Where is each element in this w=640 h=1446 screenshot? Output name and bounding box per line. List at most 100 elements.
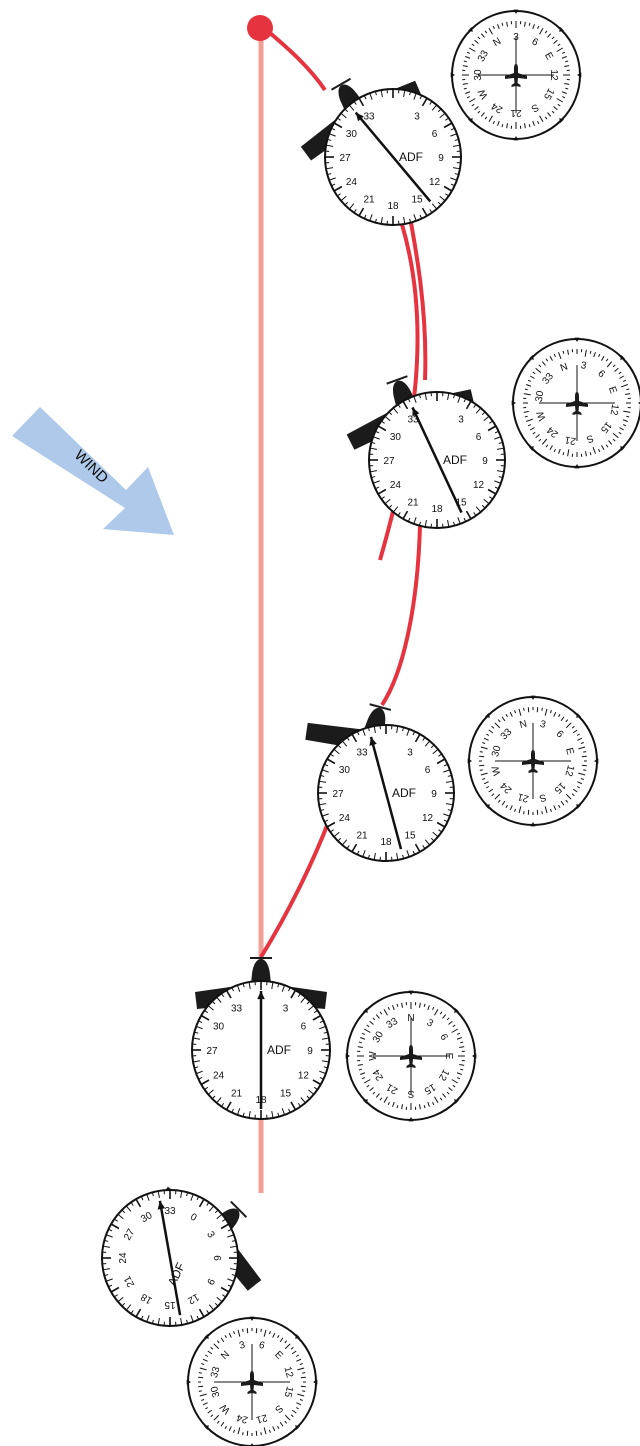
hi-tick xyxy=(576,348,578,354)
adf-card-label: 18 xyxy=(380,837,392,848)
hi-card-label: 12 xyxy=(607,403,620,416)
hi-tick xyxy=(539,27,544,35)
adf-card-label: 12 xyxy=(298,1071,310,1082)
adf-tick xyxy=(494,480,502,484)
hi-tick xyxy=(526,384,532,387)
hi-tick xyxy=(524,388,528,391)
adf-tick xyxy=(443,122,453,129)
hi-tick xyxy=(488,27,493,35)
hi-tick xyxy=(618,431,622,435)
adf-tick xyxy=(110,1223,120,1230)
adf-tick xyxy=(487,425,497,432)
adf-card-label: 9 xyxy=(431,789,437,800)
hi-tick xyxy=(528,124,531,128)
hi-tick xyxy=(242,1432,244,1436)
adf-tick xyxy=(494,430,499,434)
hi-tick xyxy=(541,438,548,445)
hi-card-label: N xyxy=(518,719,528,731)
adf-tick xyxy=(198,1198,205,1208)
hi-tick xyxy=(360,1072,366,1075)
hi-tick xyxy=(501,716,506,722)
hi-tick xyxy=(519,21,522,25)
hi-index-mark xyxy=(529,355,534,360)
hi-tick xyxy=(558,448,561,454)
adf-tick xyxy=(222,1218,226,1222)
hi-tick xyxy=(536,809,539,815)
hi-tick xyxy=(456,1037,462,1040)
adf-tick xyxy=(300,996,306,1003)
hi-tick xyxy=(202,1402,208,1406)
adf-tick xyxy=(214,1209,219,1214)
adf-tick xyxy=(453,521,456,526)
hi-tick xyxy=(439,1097,443,1101)
hi-tick xyxy=(509,711,513,717)
hi-tick xyxy=(556,47,564,52)
hi-card-label: 30 xyxy=(490,744,504,758)
hi-tick xyxy=(263,1427,267,1435)
hi-tick xyxy=(392,1101,395,1107)
adf-tick xyxy=(281,1108,286,1116)
adf-tick xyxy=(496,470,505,473)
hi-tick xyxy=(255,1430,258,1436)
adf-tick xyxy=(424,519,427,528)
hi-tick xyxy=(297,1367,305,1371)
hi-tick xyxy=(392,1005,395,1011)
adf-needle-head xyxy=(257,991,265,1000)
adf-tick xyxy=(330,753,334,757)
hi-tick xyxy=(562,350,565,354)
hi-tick xyxy=(199,1393,207,1397)
adf-tick xyxy=(135,1198,142,1208)
hi-tick xyxy=(290,1414,294,1418)
hi-tick xyxy=(260,1328,262,1332)
adf-tick xyxy=(353,209,357,213)
hi-tick xyxy=(532,371,536,375)
hi-tick xyxy=(432,1102,435,1106)
adf-tick xyxy=(413,395,417,403)
hi-index-mark xyxy=(313,1379,318,1385)
hi-card-label: 21 xyxy=(564,433,577,446)
hi-tick xyxy=(619,375,625,379)
hi-tick xyxy=(427,1101,430,1107)
hi-tick xyxy=(199,1367,207,1371)
hi-tick xyxy=(560,800,565,806)
adf-tick xyxy=(151,1319,154,1324)
adf-tick xyxy=(375,430,380,434)
adf-card-label: 6 xyxy=(476,432,482,443)
adf-tick xyxy=(121,1209,126,1214)
hi-tick xyxy=(488,115,493,123)
hi-tick xyxy=(549,808,552,812)
hi-tick xyxy=(561,91,567,94)
hi-tick xyxy=(572,788,578,793)
adf-tick xyxy=(346,737,350,741)
hi-tick xyxy=(541,707,543,711)
adf-tick xyxy=(308,1089,315,1095)
hi-card-label: E xyxy=(606,385,619,395)
hi-tick xyxy=(601,445,605,451)
adf-tick xyxy=(443,763,448,767)
adf-card-label: 21 xyxy=(231,1088,243,1099)
adf-tick xyxy=(481,504,486,509)
adf-tick xyxy=(447,809,452,812)
adf-tick xyxy=(211,1000,216,1005)
hi-tick xyxy=(419,1104,421,1110)
adf-card-label: 9 xyxy=(482,456,488,467)
hi-index-mark xyxy=(204,1425,209,1430)
adf-tick xyxy=(186,1319,189,1324)
hi-tick xyxy=(564,83,570,85)
adf-tick xyxy=(318,803,327,806)
hi-tick xyxy=(544,806,548,814)
adf-tick xyxy=(421,97,428,107)
adf-card-label: 24 xyxy=(213,1071,225,1082)
hi-tick xyxy=(468,47,476,52)
adf-tick xyxy=(321,769,329,773)
adf-tick xyxy=(356,731,360,736)
hi-tick xyxy=(565,722,572,729)
hi-index-mark xyxy=(530,822,536,827)
hi-tick xyxy=(272,1332,276,1338)
adf-tick xyxy=(402,727,405,732)
hi-tick xyxy=(506,123,508,129)
adf-tick xyxy=(409,91,412,96)
hi-card-label: 3 xyxy=(238,1340,247,1352)
adf-tick xyxy=(333,748,340,755)
